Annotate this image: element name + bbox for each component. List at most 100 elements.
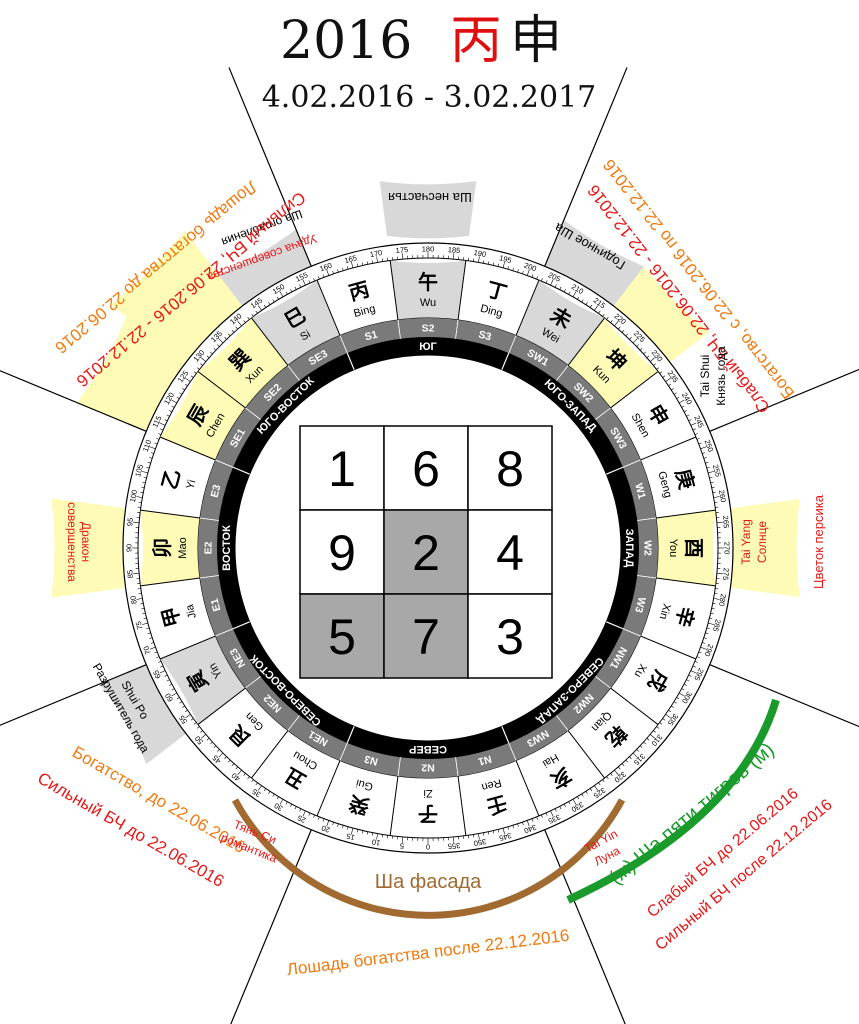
degree-tick xyxy=(585,791,588,794)
degree-tick xyxy=(678,399,685,404)
sub-sector-separator xyxy=(397,319,401,339)
degree-tick xyxy=(668,709,672,713)
degree-tick xyxy=(550,810,554,817)
sub-sector-separator xyxy=(637,575,657,579)
degree-tick xyxy=(218,752,224,758)
degree-tick xyxy=(351,262,354,268)
degree-tick xyxy=(401,836,404,843)
degree-tick xyxy=(158,433,162,435)
degree-tick xyxy=(356,829,359,833)
degree-tick xyxy=(618,326,621,330)
degree-tick xyxy=(356,263,359,267)
degree-label: 110 xyxy=(141,439,154,453)
degree-tick xyxy=(598,782,601,786)
sub-sector-separator xyxy=(339,335,348,354)
degree-tick xyxy=(716,572,723,575)
degree-tick xyxy=(146,466,150,469)
degree-tick xyxy=(302,279,306,286)
degree-tick xyxy=(193,722,197,725)
degree-label: 185 xyxy=(447,245,460,255)
mountain-pinyin: Yi xyxy=(184,479,198,491)
degree-tick xyxy=(257,785,262,791)
direction-label: ЮГ xyxy=(419,341,437,353)
degree-tick xyxy=(659,371,663,374)
degree-tick xyxy=(166,679,170,682)
degree-tick xyxy=(272,299,275,303)
sector-divider-line xyxy=(228,67,312,267)
degree-tick xyxy=(550,279,554,286)
divider-lines xyxy=(0,67,859,1024)
degree-tick xyxy=(483,832,485,836)
degree-tick xyxy=(263,304,267,308)
sub-sector-label: W3 xyxy=(632,596,648,614)
sub-sector-label: N3 xyxy=(363,752,379,767)
star-number: 1 xyxy=(328,441,356,497)
degree-tick xyxy=(317,276,320,280)
mountain-highlight xyxy=(160,371,246,460)
degree-tick xyxy=(488,261,490,265)
degree-tick xyxy=(702,642,706,644)
dragon-label: Дракон xyxy=(79,522,93,562)
direction-separator xyxy=(346,352,355,370)
degree-tick xyxy=(703,637,707,639)
sub-sector-separator xyxy=(199,517,219,521)
sub-sector-separator xyxy=(287,365,300,381)
degree-tick xyxy=(577,296,580,300)
degree-tick xyxy=(589,788,593,792)
degree-tick xyxy=(182,705,185,708)
degree-tick xyxy=(649,734,655,739)
degree-tick xyxy=(708,622,714,625)
degree-tick xyxy=(639,745,643,749)
sub-sector-label: E2 xyxy=(203,541,215,554)
degree-tick xyxy=(164,419,168,422)
degree-tick xyxy=(156,437,160,440)
degree-label: 280 xyxy=(717,593,728,607)
degree-tick xyxy=(621,330,625,333)
degree-label: 270 xyxy=(723,542,732,555)
degree-label: 170 xyxy=(369,248,383,259)
direction-separator xyxy=(346,726,355,744)
degree-tick xyxy=(522,270,524,274)
degree-tick xyxy=(610,320,613,323)
degree-tick xyxy=(290,803,293,807)
degree-tick xyxy=(700,446,707,450)
degree-tick xyxy=(255,310,258,314)
mountain-hieroglyph: 子 xyxy=(418,802,438,826)
degree-tick xyxy=(237,769,242,775)
degree-tick xyxy=(206,355,210,358)
degree-tick xyxy=(712,491,716,493)
sub-sector-separator xyxy=(455,757,459,777)
degree-label: 200 xyxy=(523,261,538,274)
degree-tick xyxy=(507,826,510,830)
degree-label: 75 xyxy=(134,620,145,630)
degree-tick xyxy=(706,627,710,630)
degree-tick xyxy=(709,476,713,479)
degree-tick xyxy=(171,405,175,408)
degree-tick xyxy=(711,608,715,610)
degree-label: 165 xyxy=(343,253,357,265)
degree-tick xyxy=(703,457,707,459)
degree-tick xyxy=(683,683,687,686)
direction-label: СЕВЕР xyxy=(409,743,447,755)
direction-separator xyxy=(501,726,510,744)
degree-tick xyxy=(517,823,519,827)
degree-tick xyxy=(276,796,279,800)
degree-tick xyxy=(190,375,194,378)
star-cell xyxy=(299,509,385,595)
degree-tick xyxy=(545,812,548,816)
sector-divider-line xyxy=(230,829,312,1024)
degree-label: 25 xyxy=(296,813,307,825)
star-number: 7 xyxy=(412,609,440,665)
star-cell xyxy=(299,593,385,679)
degree-tick xyxy=(649,357,655,362)
sub-sector-separator xyxy=(622,628,641,637)
degree-tick xyxy=(522,822,524,826)
degree-tick xyxy=(142,622,148,625)
sector-divider-line xyxy=(709,368,859,432)
degree-tick xyxy=(492,262,495,266)
mountain-hieroglyph: 酉 xyxy=(682,538,706,558)
degree-tick xyxy=(632,752,638,758)
degree-tick xyxy=(337,269,339,273)
degree-tick xyxy=(676,697,680,700)
degree-tick xyxy=(713,496,720,498)
